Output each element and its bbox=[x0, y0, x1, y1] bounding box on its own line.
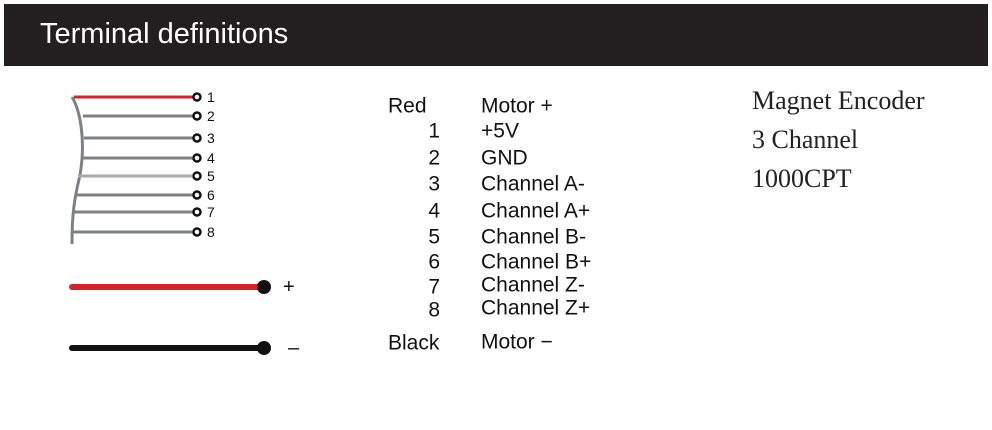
wire-function: Channel Z- bbox=[481, 273, 585, 297]
pin-number: 5 bbox=[207, 168, 215, 184]
wire-function: Channel B+ bbox=[481, 250, 592, 274]
pin-terminal bbox=[192, 111, 202, 121]
wire-function: Channel Z+ bbox=[481, 296, 591, 320]
pin-number: 1 bbox=[207, 89, 215, 105]
header-bar: Terminal definitions bbox=[4, 4, 988, 66]
wire-number: 4 bbox=[428, 199, 440, 223]
pin-number: 2 bbox=[207, 108, 215, 124]
spec-line: 1000CPT bbox=[752, 164, 852, 193]
wire-number: 6 bbox=[428, 250, 440, 274]
red-label: Red bbox=[388, 94, 427, 118]
wire-function: GND bbox=[481, 146, 528, 170]
wire-number: 8 bbox=[428, 298, 440, 322]
pin-number: 7 bbox=[207, 204, 215, 220]
pin-number: 8 bbox=[207, 224, 215, 240]
motor-minus-terminal bbox=[257, 341, 271, 355]
pin-terminal bbox=[192, 171, 202, 181]
pin-terminal bbox=[192, 207, 202, 217]
minus-symbol: – bbox=[288, 337, 300, 359]
cable-bundle bbox=[70, 96, 84, 245]
wire-number: 7 bbox=[428, 275, 440, 299]
wire-number: 5 bbox=[428, 225, 440, 249]
wire-number: 3 bbox=[428, 172, 440, 196]
pin-terminal bbox=[192, 92, 202, 102]
black-desc: Motor − bbox=[481, 330, 553, 354]
spec-line: Magnet Encoder bbox=[752, 86, 925, 115]
pin-number: 6 bbox=[207, 187, 215, 203]
pin-terminal bbox=[192, 190, 202, 200]
wire-function: +5V bbox=[481, 119, 519, 143]
pin-terminal bbox=[192, 227, 202, 237]
wire-number: 1 bbox=[428, 119, 440, 143]
red-desc: Motor + bbox=[481, 94, 553, 118]
pin-number: 3 bbox=[207, 130, 215, 146]
wire-function: Channel A+ bbox=[481, 199, 591, 223]
motor-plus-terminal bbox=[257, 280, 271, 294]
wire-number: 2 bbox=[428, 146, 440, 170]
plus-symbol: + bbox=[283, 276, 295, 298]
wire-function: Channel A- bbox=[481, 172, 585, 196]
wire-function: Channel B- bbox=[481, 225, 587, 249]
page-title: Terminal definitions bbox=[40, 18, 289, 50]
black-label: Black bbox=[388, 331, 440, 355]
pin-terminal bbox=[192, 153, 202, 163]
spec-line: 3 Channel bbox=[752, 125, 859, 154]
pin-number: 4 bbox=[207, 150, 215, 166]
pin-terminal bbox=[192, 133, 202, 143]
